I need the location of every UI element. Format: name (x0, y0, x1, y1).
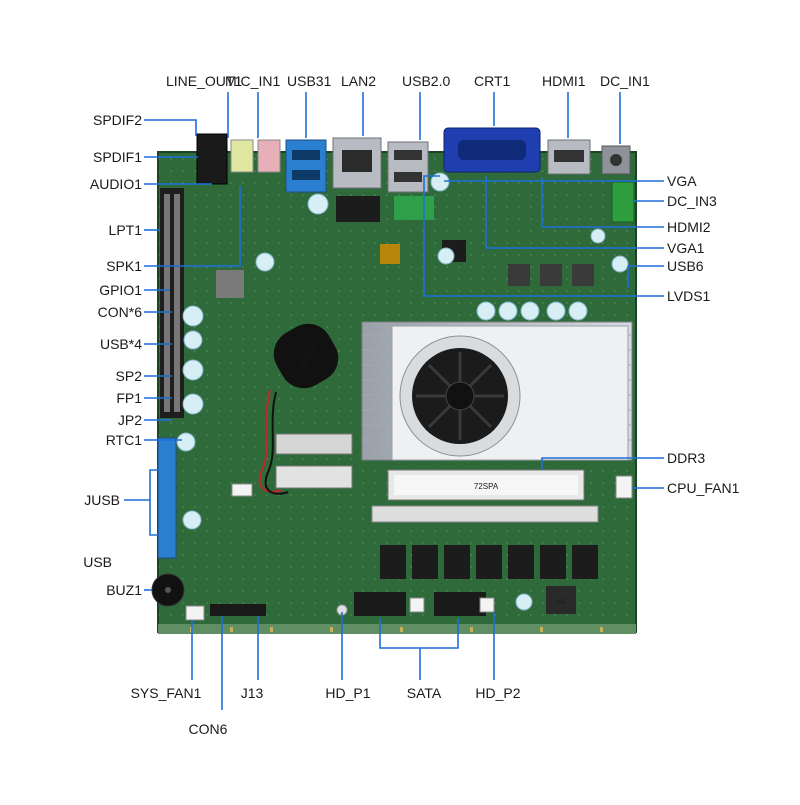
label-lvds1: LVDS1 (667, 288, 711, 304)
con6-header (210, 604, 266, 616)
label-cpu-fan1: CPU_FAN1 (667, 480, 740, 496)
leader-spdif2 (144, 119, 197, 136)
bracket-jusb (149, 469, 158, 536)
label-vga1: VGA1 (667, 240, 705, 256)
callout-labels: LINE_OUT1 MIC_IN1 USB31 LAN2 USB2.0 CRT1… (83, 73, 739, 737)
left-headers (157, 188, 184, 559)
spdif-jack (196, 133, 228, 185)
label-jp2: JP2 (118, 412, 142, 428)
label-vga: VGA (667, 173, 697, 189)
label-spk1: SPK1 (106, 258, 142, 274)
cooling-fan-icon (399, 335, 521, 457)
bracket-sata (379, 618, 459, 649)
leader-vga1 (485, 176, 664, 249)
label-con6x: CON*6 (98, 304, 143, 320)
label-dc-in3: DC_IN3 (667, 193, 717, 209)
hd-p2-connector (479, 597, 495, 613)
cpu-fan-connector (615, 475, 633, 499)
usb20-port (387, 141, 429, 193)
label-sata: SATA (407, 685, 442, 701)
label-line-out1: LINE_OUT1 (166, 73, 242, 89)
ram-sticker: 72SPA (474, 482, 499, 491)
hd-p1-connector (409, 597, 425, 613)
cpu-heatsink (361, 321, 633, 461)
sata-port-1 (354, 592, 406, 616)
label-usb: USB (83, 554, 112, 570)
jusb-header (157, 437, 177, 559)
label-hdmi2: HDMI2 (667, 219, 711, 235)
usb31-port (285, 139, 327, 193)
dc-in3-terminal (611, 181, 635, 223)
label-con6: CON6 (189, 721, 228, 737)
label-dc-in1: DC_IN1 (600, 73, 650, 89)
board-components: ISL (151, 172, 635, 621)
label-rtc1: RTC1 (106, 432, 143, 448)
label-usb6: USB6 (667, 258, 704, 274)
label-usb20: USB2.0 (402, 73, 450, 89)
sys-fan-connector (185, 605, 205, 621)
label-usb4x: USB*4 (100, 336, 142, 352)
label-usb31: USB31 (287, 73, 332, 89)
label-ddr3: DDR3 (667, 450, 705, 466)
leader-lines (124, 92, 664, 710)
label-spdif2: SPDIF2 (93, 112, 142, 128)
label-audio1: AUDIO1 (90, 176, 142, 192)
bracket-lvds1 (423, 175, 440, 296)
line-out-jack (230, 139, 254, 173)
label-spdif1: SPDIF1 (93, 149, 142, 165)
label-buz1: BUZ1 (106, 582, 142, 598)
label-jusb: JUSB (84, 492, 120, 508)
label-hd-p1: HD_P1 (325, 685, 370, 701)
chip-marking: ISL (556, 599, 567, 606)
sata-port-2 (434, 592, 486, 616)
io-panel (196, 127, 631, 193)
label-fp1: FP1 (116, 390, 142, 406)
memory-chips (380, 545, 598, 579)
leader-spk1 (144, 186, 241, 267)
coin-battery-icon: CR2032 (231, 323, 339, 497)
label-sp2: SP2 (116, 368, 143, 384)
mic-in-jack (257, 139, 281, 173)
label-j13: J13 (241, 685, 264, 701)
ddr3-slot: 72SPA (371, 469, 599, 523)
label-crt1: CRT1 (474, 73, 511, 89)
label-gpio1: GPIO1 (99, 282, 142, 298)
label-sys-fan1: SYS_FAN1 (131, 685, 202, 701)
leader-ddr3 (541, 457, 664, 470)
label-lpt1: LPT1 (109, 222, 143, 238)
label-hdmi1: HDMI1 (542, 73, 586, 89)
label-mic-in1: MIC_IN1 (225, 73, 280, 89)
label-hd-p2: HD_P2 (475, 685, 520, 701)
label-lan2: LAN2 (341, 73, 376, 89)
leader-hdmi2 (541, 178, 664, 228)
